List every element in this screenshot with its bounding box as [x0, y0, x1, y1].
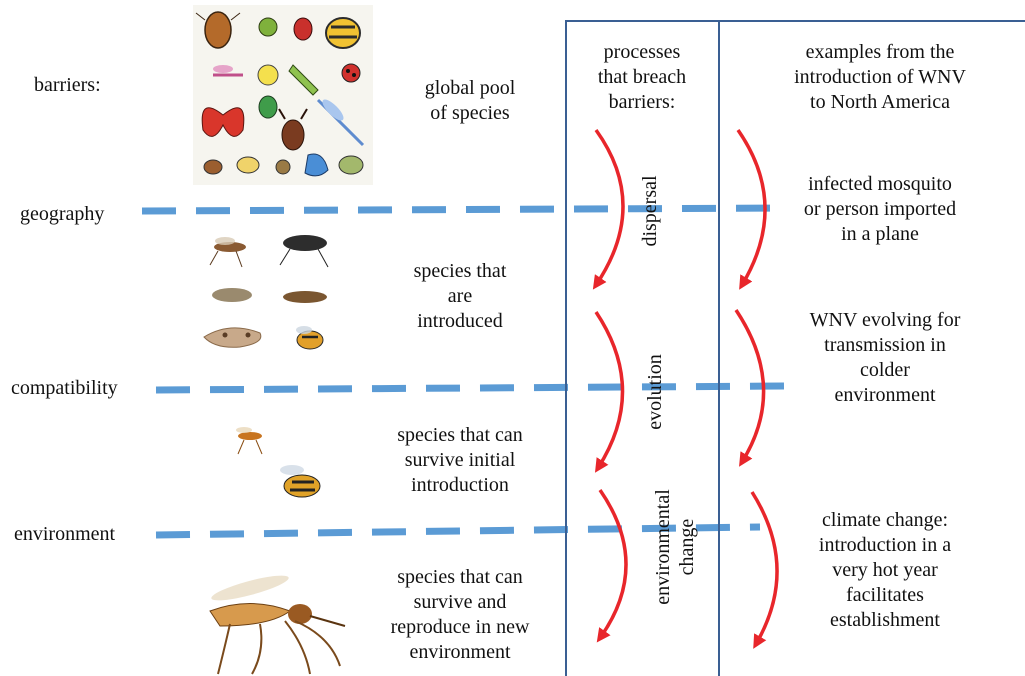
- dispersal-example-arrow: [738, 130, 765, 285]
- environmental-change-example-arrow: [752, 492, 777, 644]
- surviving-insects-icon: [230, 420, 350, 515]
- introduced-insects-icon: [200, 225, 360, 365]
- dispersal-arrow: [596, 130, 623, 285]
- evolution-example-arrow: [736, 310, 764, 462]
- environmental-change-arrow: [600, 490, 626, 638]
- evolution-arrow: [596, 312, 623, 468]
- mosquito-icon: [190, 566, 350, 676]
- insect-collage-icon: [193, 5, 373, 185]
